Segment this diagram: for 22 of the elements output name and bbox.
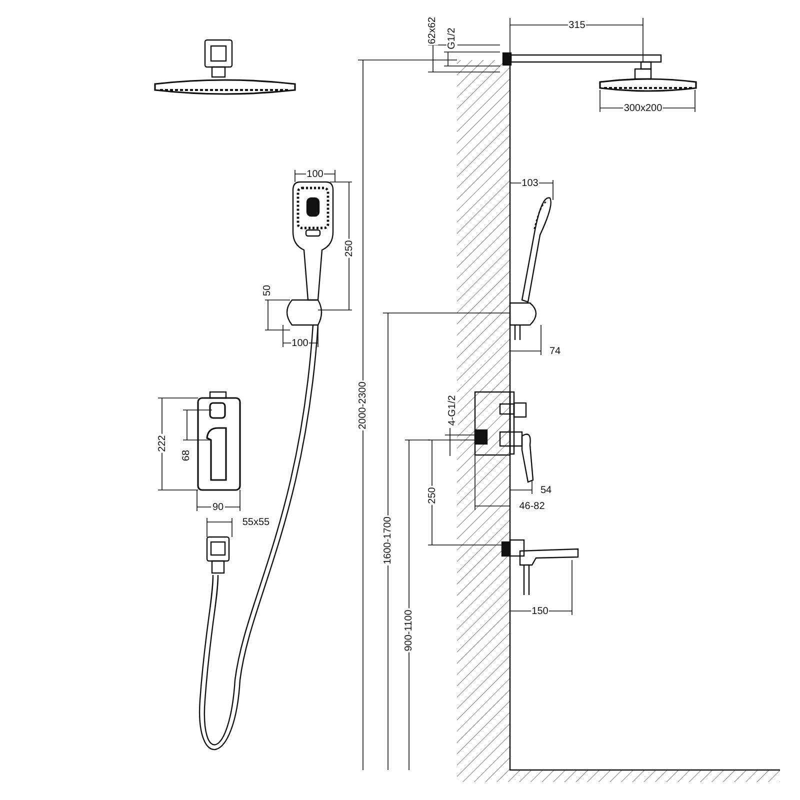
dimension-label: 222 [156, 434, 168, 452]
dimension-label: 46-82 [518, 500, 546, 512]
dimension-label: 250 [426, 486, 438, 504]
dimension-label: 2000-2300 [358, 380, 368, 430]
dimension-label: 100 [290, 338, 310, 348]
dimension-label: G1/2 [446, 26, 458, 50]
dimension-label: 55x55 [241, 516, 271, 528]
dimension-label: 103 [520, 178, 540, 188]
dimension-label: 54 [539, 484, 553, 496]
dimension-label: 1600-1700 [382, 515, 394, 565]
dimension-label: 4-G1/2 [446, 394, 458, 426]
dimension-label: 300x200 [622, 102, 664, 114]
dimension-label: 74 [548, 346, 562, 356]
dimension-label: 62x62 [428, 15, 438, 45]
dimension-label: 250 [344, 238, 354, 258]
dimension-label: 900-1100 [404, 608, 414, 652]
dimension-label: 315 [568, 20, 586, 30]
dimension-label: 150 [530, 606, 550, 616]
dimension-label: 68 [182, 448, 192, 462]
dimension-label: 100 [306, 168, 324, 180]
dimension-label: 90 [211, 502, 225, 512]
dimension-label: 50 [262, 283, 274, 297]
